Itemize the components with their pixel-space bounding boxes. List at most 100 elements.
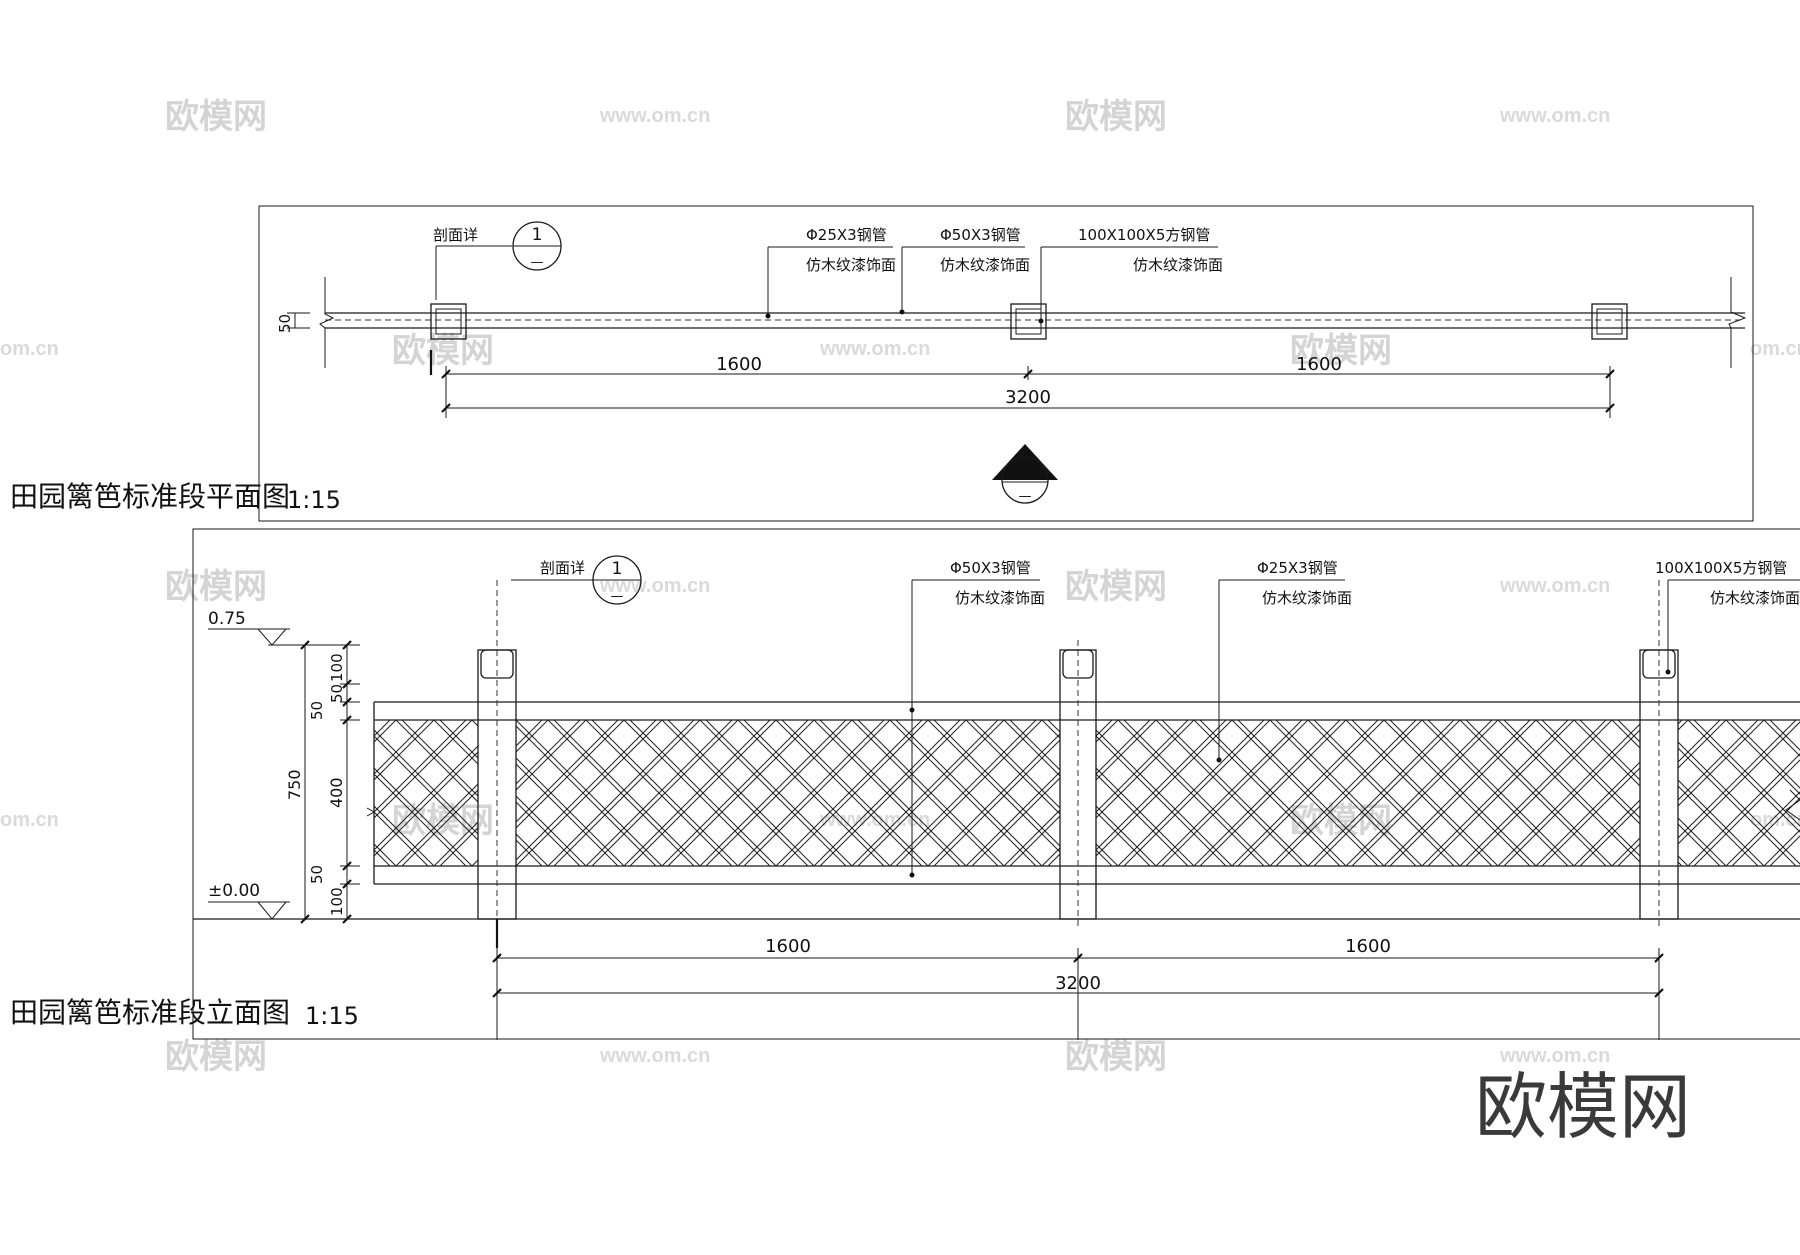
plan-frame <box>258 205 1754 522</box>
plan-note1-b: 仿木纹漆饰面 <box>806 256 896 274</box>
watermark-cn: 欧模网 <box>1065 567 1167 607</box>
plan-title: 田园篱笆标准段平面图 <box>10 480 290 513</box>
elevation-note2-b: 仿木纹漆饰面 <box>1262 589 1352 607</box>
plan-section-label: 剖面详 <box>433 226 478 244</box>
plan-note-dot <box>765 313 771 319</box>
plan-section-number: 1 <box>532 225 543 245</box>
watermark-cn: 欧模网 <box>1065 1037 1167 1077</box>
level-zero: ±0.00 <box>208 881 260 901</box>
watermark-layer: 欧模网 欧模网 www.om.cn www.om.cn om.cn 欧模网 ww… <box>0 97 1800 1077</box>
elevation-note-dot <box>1216 757 1222 763</box>
elevation-note2-a: Φ25X3钢管 <box>1257 559 1338 577</box>
elevation-section-sub: — <box>611 589 624 604</box>
elevation-dim-3200: 3200 <box>1055 973 1101 994</box>
elevation-dim-tick <box>300 640 310 650</box>
plan-note2-b: 仿木纹漆饰面 <box>940 256 1030 274</box>
plan-dim-3200: 3200 <box>1005 387 1051 408</box>
elevation-dim-tick <box>342 879 352 889</box>
brand-logo: 欧模网 <box>1475 1065 1691 1149</box>
elevation-dim-50-b: 50 <box>308 701 326 720</box>
plan-break-left <box>319 277 335 368</box>
watermark-cn: 欧模网 <box>1065 97 1167 137</box>
watermark-url: om.cn <box>1750 338 1800 360</box>
plan-note3-b: 仿木纹漆饰面 <box>1133 256 1223 274</box>
watermark-cn: 欧模网 <box>1290 331 1392 371</box>
watermark-url: www.om.cn <box>819 809 930 831</box>
elevation-note-dot <box>1665 669 1671 675</box>
elevation-dim-tick <box>342 914 352 924</box>
elevation-dim-tick <box>300 914 310 924</box>
level-symbol <box>257 901 287 920</box>
plan-dim-50: 50 <box>276 314 294 333</box>
plan-post-inner <box>1596 308 1623 335</box>
elevation-dim-1600-b: 1600 <box>1345 936 1391 957</box>
post <box>1639 580 1679 930</box>
plan-post <box>1591 303 1628 340</box>
elevation-dim-tick <box>1654 988 1664 998</box>
plan-view-number: 2 <box>1020 462 1031 482</box>
level-symbol <box>257 628 287 646</box>
elevation-dim-tick <box>492 953 502 963</box>
watermark-cn: 欧模网 <box>165 97 267 137</box>
elevation-break-right <box>1785 789 1800 821</box>
plan-view: 剖面详 1 — Φ25X3钢管 仿木纹漆饰面 Φ50X3钢管 仿木纹漆饰面 10… <box>10 205 1754 522</box>
elevation-section-number: 1 <box>612 559 623 579</box>
elevation-note3-b: 仿木纹漆饰面 <box>1710 589 1800 607</box>
elevation-dim-50-c: 50 <box>308 865 326 884</box>
elevation-dim-tick <box>342 715 352 725</box>
elevation-dim-100-bot: 100 <box>328 887 346 916</box>
elevation-dim-tick <box>342 861 352 871</box>
plan-note1-a: Φ25X3钢管 <box>806 226 887 244</box>
plan-dim-tick <box>1023 369 1033 379</box>
plan-note2-a: Φ50X3钢管 <box>940 226 1021 244</box>
elevation-frame <box>192 528 1800 1040</box>
plan-note-dot <box>1038 318 1044 324</box>
watermark-url: www.om.cn <box>1499 1045 1610 1067</box>
elevation-dim-tick <box>342 640 352 650</box>
watermark-cn: 欧模网 <box>165 567 267 607</box>
plan-post <box>430 303 467 340</box>
plan-view-arrow <box>992 444 1058 480</box>
elevation-note-dot <box>909 872 915 878</box>
post <box>477 580 517 940</box>
watermark-url: om.cn <box>0 338 59 360</box>
post <box>1059 640 1097 930</box>
plan-dim-1600-b: 1600 <box>1296 354 1342 375</box>
elevation-dim-1600-a: 1600 <box>765 936 811 957</box>
elevation-note1-a: Φ50X3钢管 <box>950 559 1031 577</box>
elevation-section-label: 剖面详 <box>540 559 585 577</box>
elevation-dim-400: 400 <box>327 777 346 808</box>
plan-break-right <box>1728 277 1747 368</box>
watermark-url: www.om.cn <box>599 1045 710 1067</box>
watermark-url: www.om.cn <box>1499 575 1610 597</box>
plan-note3-a: 100X100X5方钢管 <box>1078 226 1210 244</box>
watermark-url: www.om.cn <box>1499 105 1610 127</box>
plan-scale: 1:15 <box>287 486 341 514</box>
elevation-dim-tick <box>1073 953 1083 963</box>
plan-post <box>1010 303 1047 340</box>
elevation-dim-tick <box>1654 953 1664 963</box>
plan-note-dot <box>899 309 905 315</box>
watermark-url: www.om.cn <box>819 338 930 360</box>
lattice-panel <box>1678 720 1800 866</box>
elevation-dim-tick <box>342 679 352 689</box>
elevation-dim-100-top: 100 <box>328 653 346 682</box>
plan-dim-tick <box>441 403 451 413</box>
lattice-panel <box>516 720 1060 866</box>
lattice-panel <box>374 720 478 866</box>
watermark-cn: 欧模网 <box>165 1037 267 1077</box>
plan-section-sub: — <box>531 255 544 270</box>
elevation-dim-750: 750 <box>285 769 304 800</box>
plan-dim-tick <box>441 369 451 379</box>
plan-dim-1600-a: 1600 <box>716 354 762 375</box>
watermark-cn: 欧模网 <box>392 331 494 371</box>
elevation-view: 剖面详 1 — Φ50X3钢管 仿木纹漆饰面 Φ25X3钢管 仿木纹漆饰面 10… <box>10 528 1800 1040</box>
watermark-url: www.om.cn <box>599 105 710 127</box>
watermark-url: om.cn <box>1750 809 1800 831</box>
plan-dim-tick <box>1605 403 1615 413</box>
plan-dim-tick <box>1605 369 1615 379</box>
lattice-panel <box>1096 720 1640 866</box>
elevation-note1-b: 仿木纹漆饰面 <box>955 589 1045 607</box>
elevation-break-left <box>366 807 376 817</box>
